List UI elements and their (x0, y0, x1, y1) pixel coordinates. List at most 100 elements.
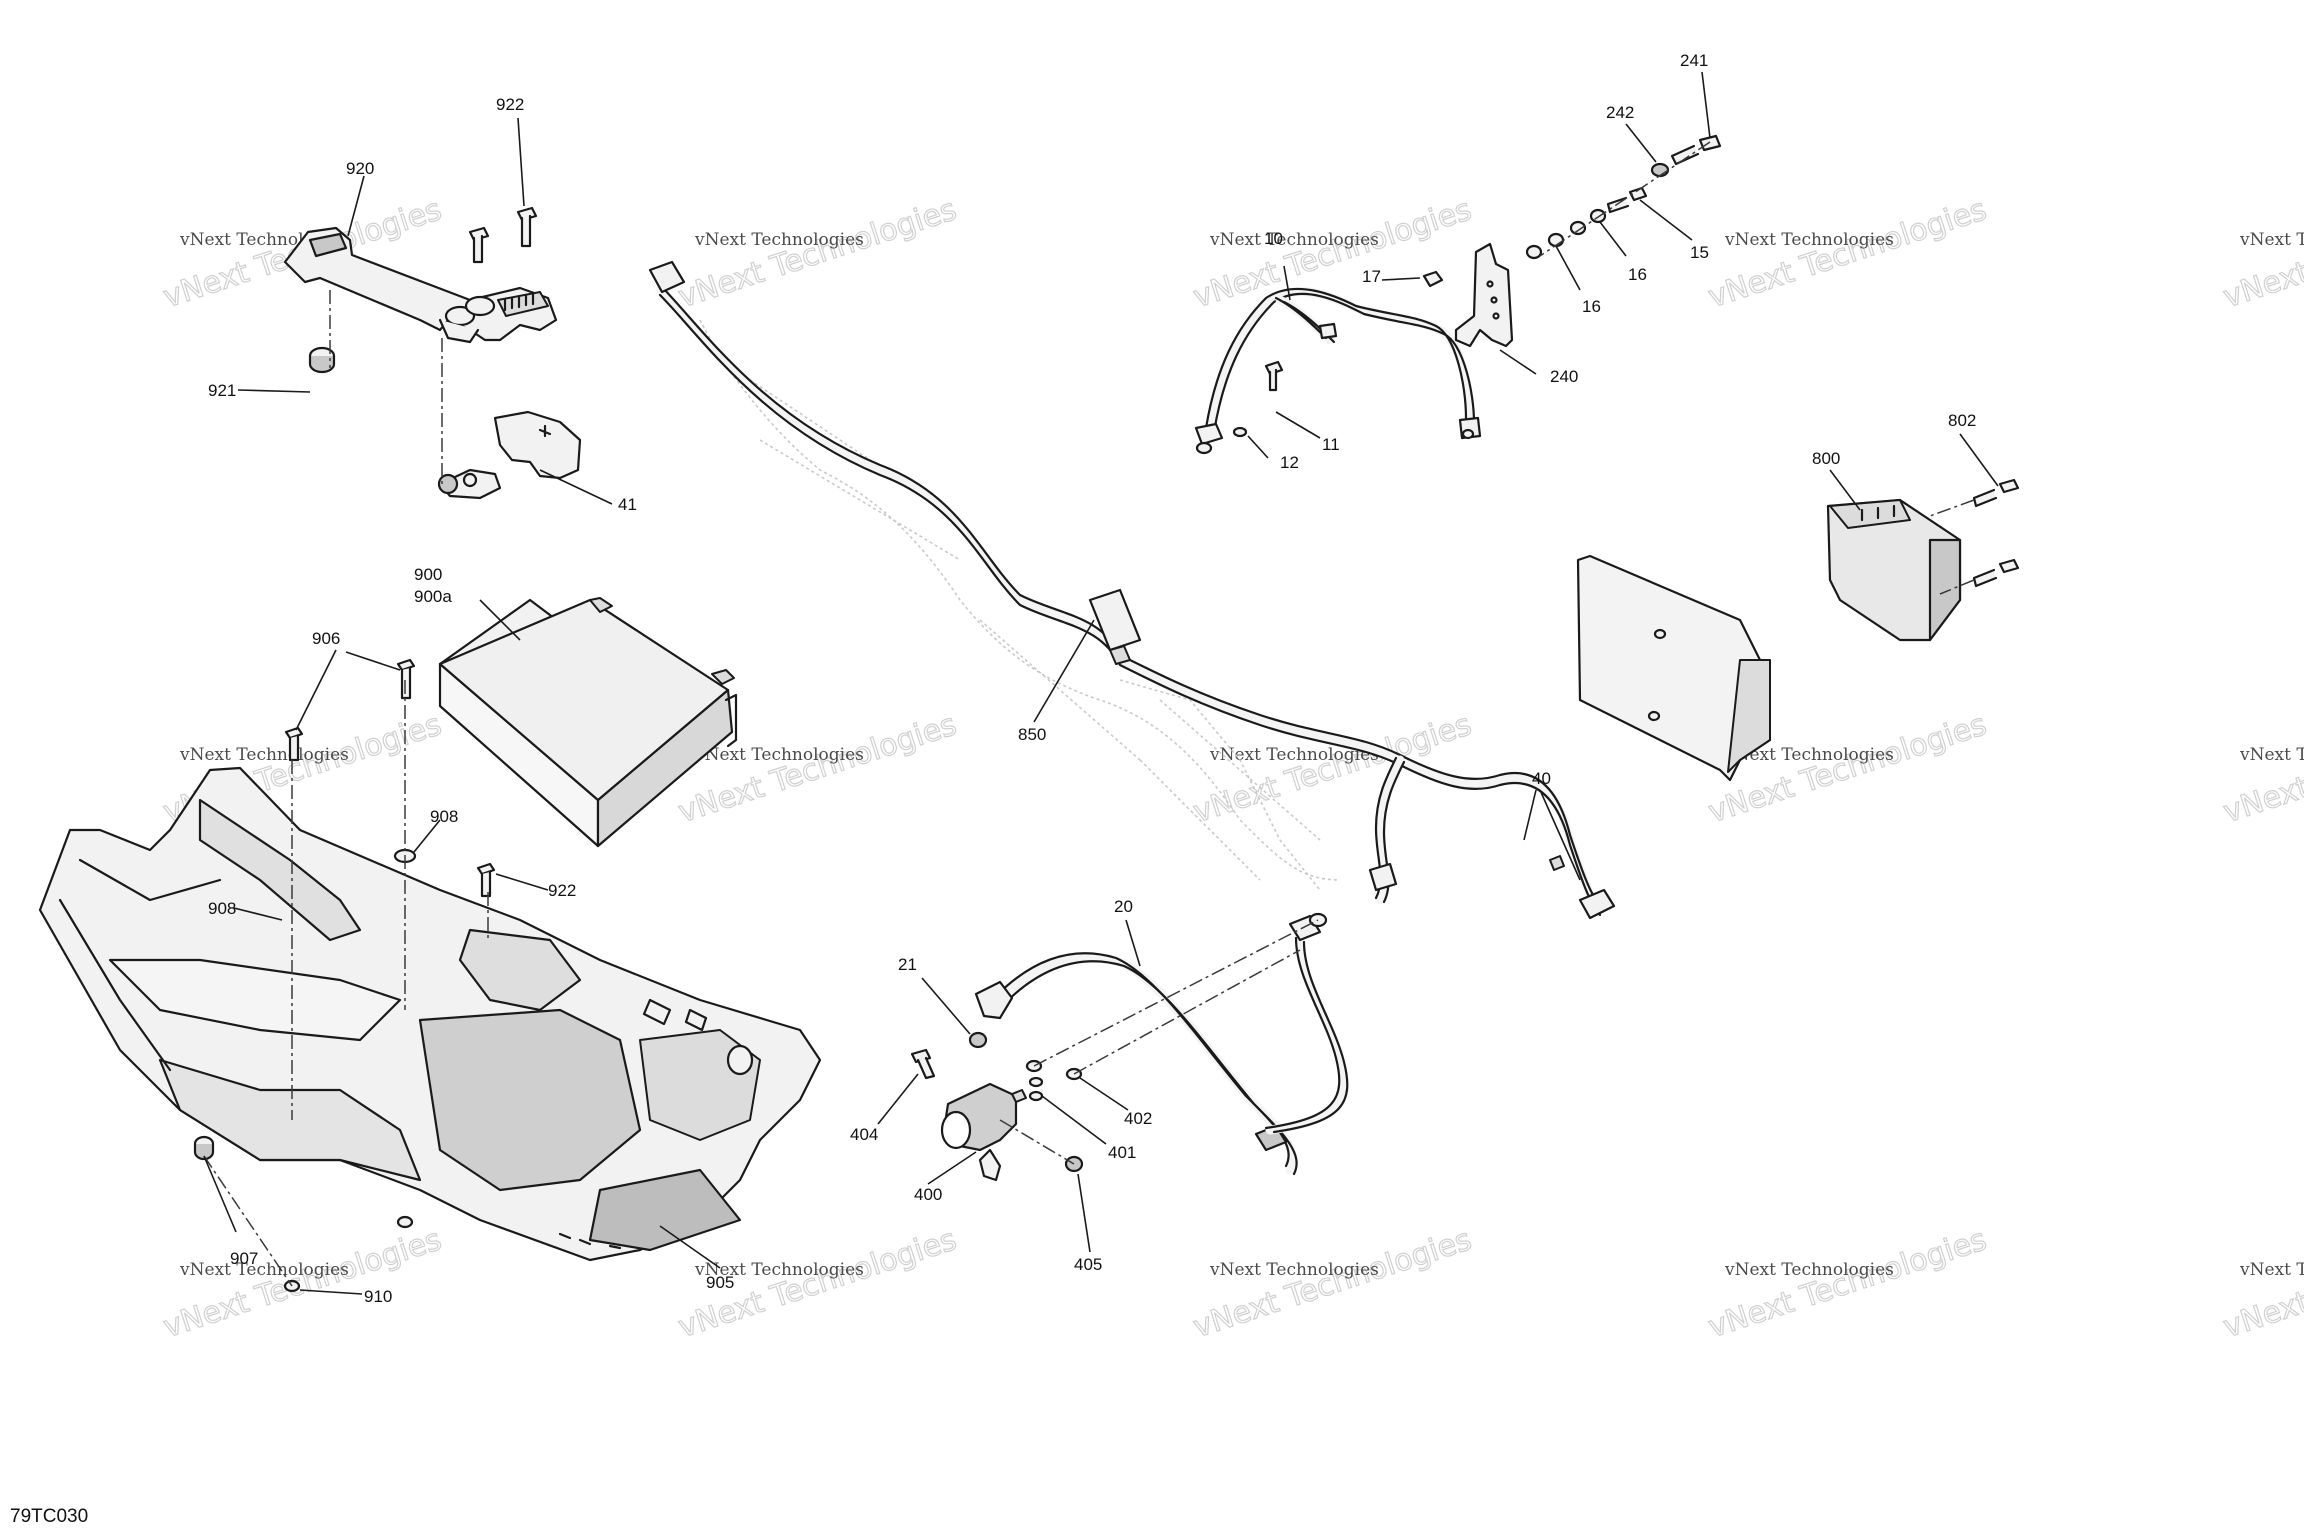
watermark-small-text: vNext Technologies (2239, 1260, 2304, 1280)
bolt-921-top (468, 226, 490, 264)
bracket-240 (1454, 242, 1514, 348)
watermark-small-text: vNext Technologies (1209, 230, 1379, 250)
callout-907: 907 (230, 1249, 258, 1268)
leader-lines (203, 71, 1999, 1295)
callout-21: 21 (898, 955, 917, 974)
callout-240: 240 (1550, 367, 1578, 386)
ghosted-engine-outline (699, 319, 1341, 891)
bolt-802-lower (1972, 558, 2020, 588)
protective-cover-plate (1576, 554, 1772, 782)
watermark-large-text: vNext Technologies (1704, 1222, 1991, 1345)
washer-401-a (1028, 1076, 1044, 1088)
watermark-small-text: vNext Technologies (1724, 745, 1894, 765)
bolt-922-top (516, 206, 538, 248)
washer-16-d (1525, 244, 1543, 260)
diagram-reference-code: 79TC030 (10, 1506, 88, 1527)
battery-900 (438, 597, 738, 848)
callout-10: 10 (1264, 229, 1283, 248)
watermark-small-text: vNext Technologies (694, 230, 864, 250)
callout-41: 41 (618, 495, 637, 514)
voltage-regulator-800 (1826, 498, 1962, 642)
callout-12: 12 (1280, 453, 1299, 472)
callout-802: 802 (1948, 411, 1976, 430)
washer-12 (1232, 426, 1248, 438)
bolt-11 (1264, 360, 1284, 392)
callout-241: 241 (1680, 51, 1708, 70)
callout-400: 400 (914, 1185, 942, 1204)
nut-21 (968, 1031, 988, 1049)
callout-16-right: 16 (1628, 265, 1647, 284)
washer-16-a (1589, 208, 1607, 224)
watermark-large-text: vNext Technologies (2219, 707, 2304, 830)
watermark-small-text: vNext Technologies (179, 1260, 349, 1280)
battery-cable-20 (974, 912, 1349, 1176)
watermark-small-text: vNext Technologies (2239, 230, 2304, 250)
callout-900a: 900a (414, 587, 452, 606)
bolt-906 (396, 658, 416, 700)
watermark-small-text: vNext Technologies (1724, 1260, 1894, 1280)
callout-908-lower: 908 (208, 899, 236, 918)
washer-under-tray (396, 1215, 414, 1229)
bolt-922-upper (284, 726, 304, 762)
callout-402: 402 (1124, 1109, 1152, 1128)
watermark-large-text: vNext Technologies (1189, 1222, 1476, 1345)
callout-401: 401 (1108, 1143, 1136, 1162)
callout-850: 850 (1018, 725, 1046, 744)
callout-908-upper: 908 (430, 807, 458, 826)
bolt-15 (1606, 186, 1648, 214)
washer-242 (1650, 162, 1670, 178)
callout-17: 17 (1362, 267, 1381, 286)
callout-15: 15 (1690, 243, 1709, 262)
nut-907 (193, 1135, 215, 1161)
callout-906: 906 (312, 629, 340, 648)
callout-920: 920 (346, 159, 374, 178)
watermark-small-text: vNext Technologies (694, 745, 864, 765)
callout-404: 404 (850, 1125, 878, 1144)
terminal-cover-41 (437, 410, 582, 500)
watermark-small-text: vNext Technologies (2239, 745, 2304, 765)
bolt-404 (910, 1048, 936, 1080)
washer-16-b (1569, 220, 1587, 236)
callout-905: 905 (706, 1273, 734, 1292)
watermark-small-text: vNext Technologies (1724, 230, 1894, 250)
washer-401-b (1028, 1090, 1044, 1102)
callout-40: 40 (1532, 769, 1551, 788)
callout-labels: 922 920 921 41 900 900a 906 908 922 908 … (208, 51, 1976, 1306)
watermark-large-text: vNext Technologies (674, 192, 961, 315)
watermark-large-text: vNext Technologies (2219, 192, 2304, 315)
watermark-large-text: vNext Technologies (1704, 192, 1991, 315)
callout-16-left: 16 (1582, 297, 1601, 316)
watermark-large-text: vNext Technologies (2219, 1222, 2304, 1345)
callout-922-lower: 922 (548, 881, 576, 900)
callout-910: 910 (364, 1287, 392, 1306)
callout-800: 800 (1812, 449, 1840, 468)
nut-921 (308, 346, 336, 374)
bolt-241 (1670, 134, 1722, 166)
main-wiring-harness-850 (648, 260, 1616, 920)
battery-tray-905 (38, 766, 822, 1262)
callout-20: 20 (1114, 897, 1133, 916)
watermark-large-text: vNext Technologies (159, 1222, 446, 1345)
callout-900: 900 (414, 565, 442, 584)
callout-242: 242 (1606, 103, 1634, 122)
bolt-922-lower (476, 862, 496, 898)
watermark-small-text: vNext Technologies (694, 1260, 864, 1280)
callout-921: 921 (208, 381, 236, 400)
washer-16-c (1547, 232, 1565, 248)
watermark-small-text: vNext Technologies (1209, 1260, 1379, 1280)
watermark-small-text: vNext Technologies (179, 745, 349, 765)
callout-405: 405 (1074, 1255, 1102, 1274)
bolt-802-upper (1972, 478, 2020, 508)
callout-922-top: 922 (496, 95, 524, 114)
callout-11: 11 (1322, 435, 1340, 454)
ground-cable-10 (1194, 287, 1482, 455)
battery-hold-down-strap (283, 226, 558, 344)
